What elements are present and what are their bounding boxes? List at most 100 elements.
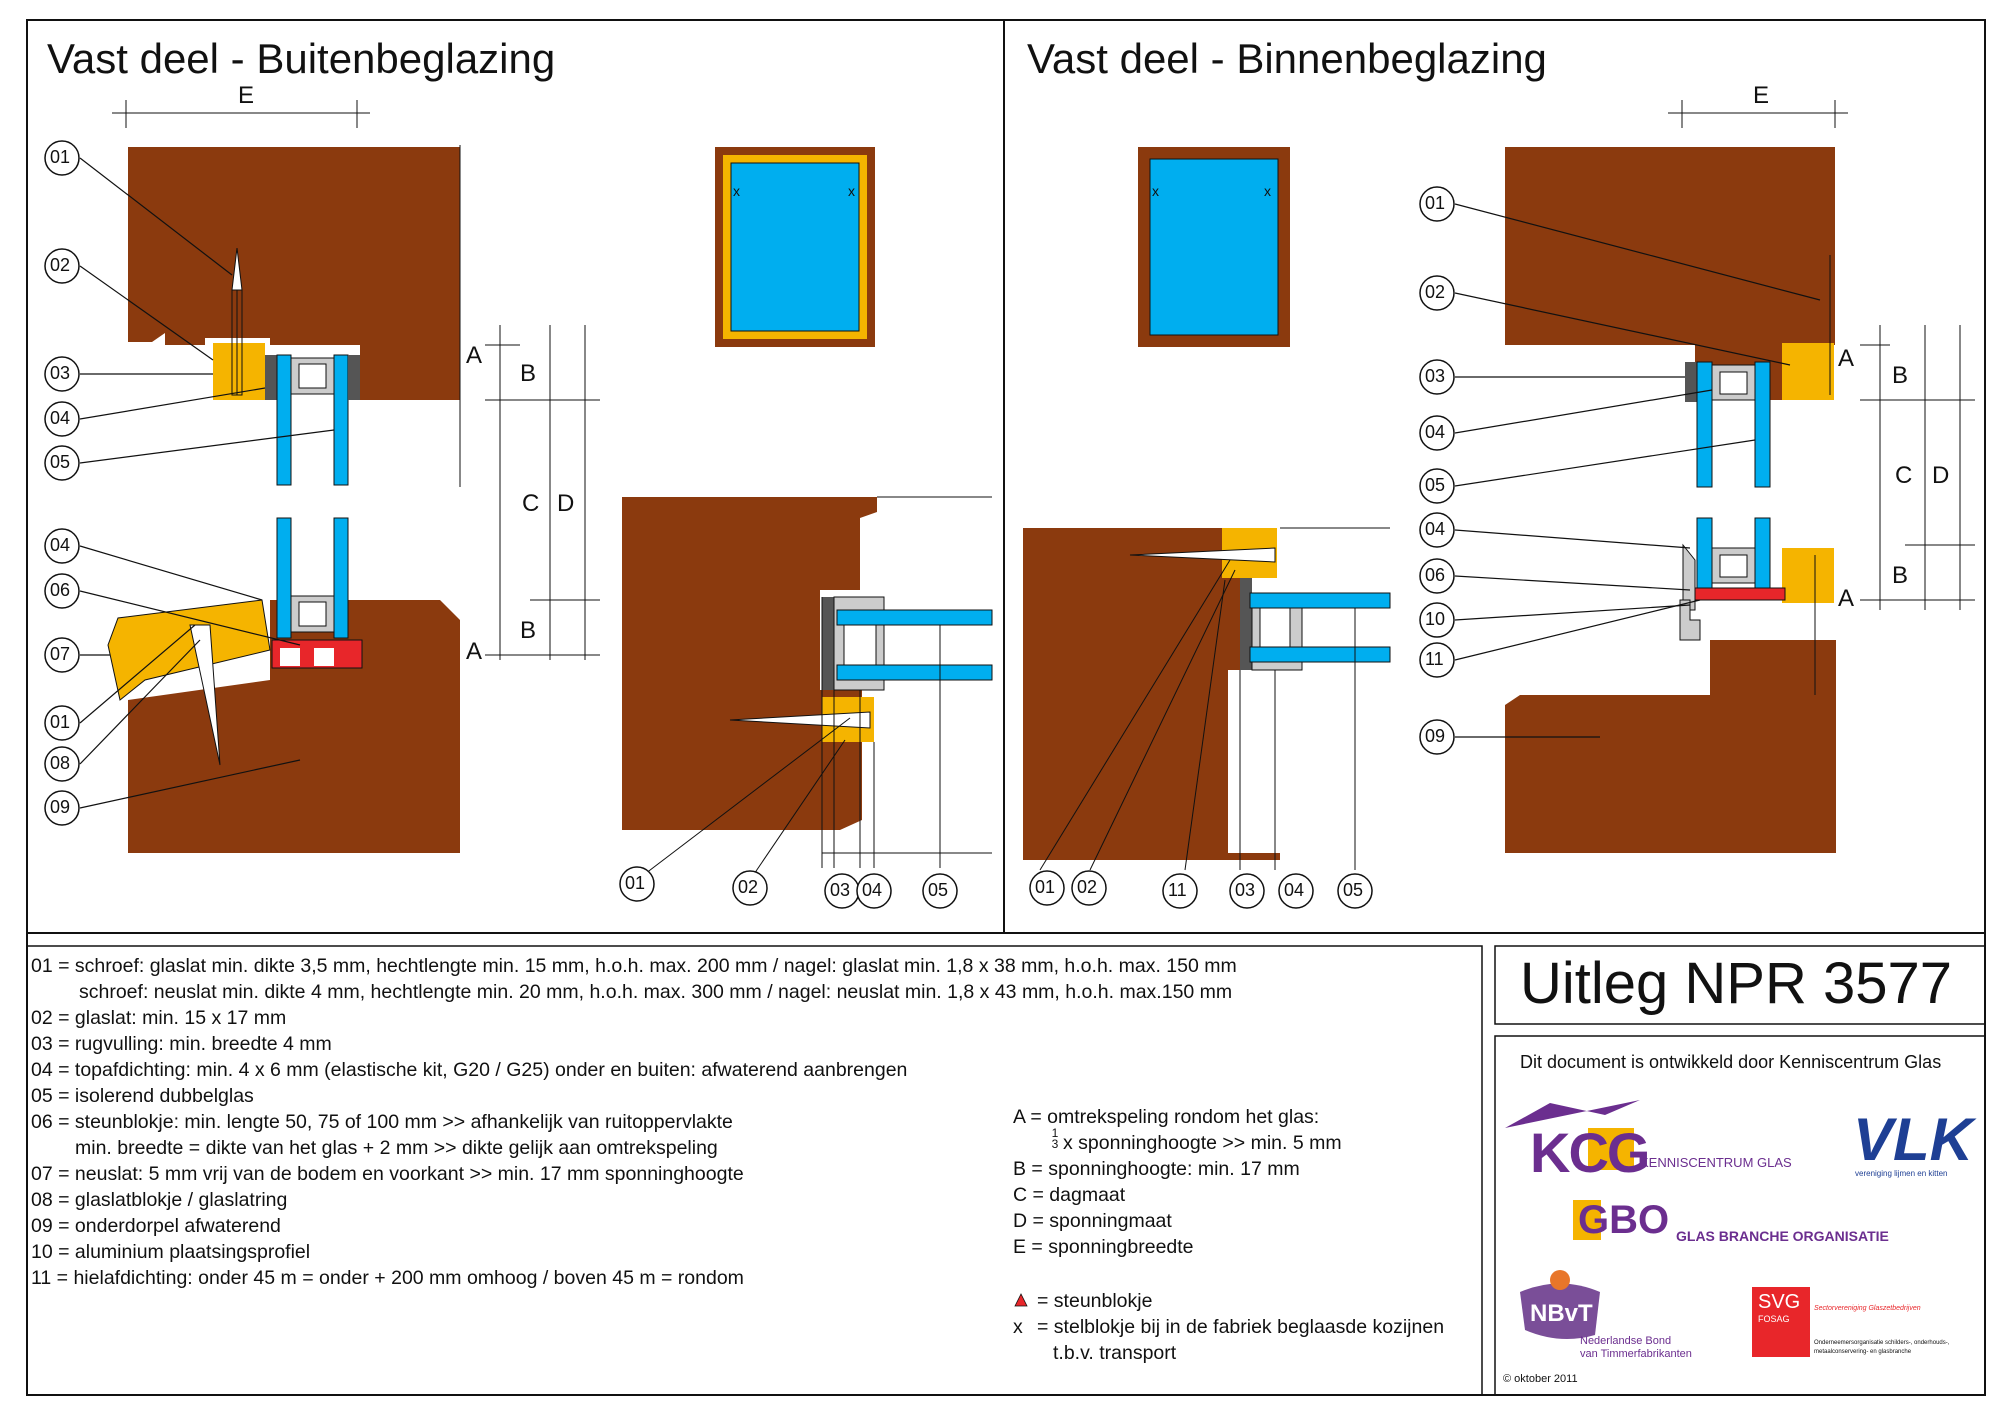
callout-05: 05 <box>928 880 949 900</box>
legend-09: 09 = onderdorpel afwaterend <box>31 1215 281 1237</box>
logo-nbvt <box>1520 1270 1600 1339</box>
support-block-symbol <box>1014 1293 1028 1307</box>
callout-08: 08 <box>50 753 71 773</box>
dim-c-left: C <box>522 490 540 517</box>
top-frame-wood-inner <box>1505 147 1835 400</box>
callout-05: 05 <box>1425 475 1446 495</box>
gbo-logo-text: GBO <box>1578 1198 1670 1242</box>
nbvt-logo-sub1: Nederlandse Bond <box>1580 1335 1672 1347</box>
callout-04: 04 <box>862 880 883 900</box>
dim-a-right-top: A <box>1838 345 1855 372</box>
legend-box <box>26 945 1483 1396</box>
callout-06: 06 <box>50 580 71 600</box>
title-box <box>1494 945 1986 1025</box>
glazing-bead-inner-top <box>1782 343 1834 400</box>
glass-pane-side-1 <box>836 609 993 626</box>
sill-wood <box>128 600 460 853</box>
dim-b-left-top: B <box>520 360 537 387</box>
dim-b-right-top: B <box>1892 362 1909 389</box>
glass-pane-bottom-2 <box>333 517 349 639</box>
glass-pane-bottom-1 <box>276 517 292 639</box>
glass-pane-top-1 <box>276 354 292 486</box>
side-frame-wood <box>622 497 877 830</box>
dim-a-left-bottom: A <box>466 638 483 665</box>
legend-02: 02 = glaslat: min. 15 x 17 mm <box>31 1007 287 1029</box>
dims-legend-e: E = sponningbreedte <box>1013 1236 1194 1258</box>
dim-d-right: D <box>1932 462 1950 489</box>
callout-01: 01 <box>625 873 646 893</box>
legend-11: 11 = hielafdichting: onder 45 m = onder … <box>31 1267 744 1289</box>
setting-block-inner <box>1689 587 1786 601</box>
side-frame-wood-inner <box>1023 528 1280 860</box>
callout-06: 06 <box>1425 565 1446 585</box>
developed-by: Dit document is ontwikkeld door Kennisce… <box>1520 1052 1942 1072</box>
legend-01b: schroef: neuslat min. dikte 4 mm, hechtl… <box>79 981 1233 1003</box>
title-inner: Vast deel - Binnenbeglazing <box>1027 35 1547 82</box>
callout-04: 04 <box>50 535 71 555</box>
legend-05: 05 = isolerend dubbelglas <box>31 1085 254 1107</box>
legend-08: 08 = glaslatblokje / glaslatring <box>31 1189 288 1211</box>
svg-logo-sub2: Onderneemersorganisatie schilders-, onde… <box>1814 1340 1950 1346</box>
legend-10: 10 = aluminium plaatsingsprofiel <box>31 1241 311 1263</box>
dim-e-right: E <box>1753 82 1770 109</box>
callout-11: 11 <box>1425 649 1444 669</box>
callout-09: 09 <box>50 797 71 817</box>
callout-09: 09 <box>1425 726 1446 746</box>
callout-05: 05 <box>1343 880 1364 900</box>
callout-03: 03 <box>50 363 71 383</box>
dim-c-right: C <box>1895 462 1913 489</box>
inner-glazing-diagram <box>1023 100 1975 909</box>
main-title: Uitleg NPR 3577 <box>1520 951 1952 1016</box>
dims-legend-x: x <box>1013 1316 1023 1338</box>
nbvt-logo-sub2: van Timmerfabrikanten <box>1580 1348 1692 1360</box>
callout-04: 04 <box>1425 519 1446 539</box>
dims-legend-c: C = dagmaat <box>1013 1184 1126 1206</box>
dims-legend-steun: = steunblokje <box>1037 1290 1153 1312</box>
vlk-logo-sub: vereniging lijmen en kitten <box>1855 1169 1948 1178</box>
callout-01: 01 <box>1425 193 1446 213</box>
dim-d-left: D <box>557 490 575 517</box>
dims-legend-stel1: = stelblokje bij in de fabriek beglaasde… <box>1037 1316 1445 1338</box>
callout-04: 04 <box>1284 880 1305 900</box>
dim-a-left-top: A <box>466 342 483 369</box>
legend-06b: min. breedte = dikte van het glas + 2 mm… <box>75 1137 718 1159</box>
kcg-logo-text: KCG <box>1530 1121 1650 1184</box>
dims-legend-a1: A = omtrekspeling rondom het glas: <box>1013 1106 1320 1128</box>
nose-bead <box>107 599 271 701</box>
dim-e-left: E <box>238 82 255 109</box>
vlk-logo-text: VLK <box>1853 1106 1973 1173</box>
legend-06a: 06 = steunblokje: min. lengte 50, 75 of … <box>31 1111 733 1133</box>
callout-01: 01 <box>1035 877 1056 897</box>
callout-02: 02 <box>738 877 759 897</box>
dims-legend-b: B = sponninghoogte: min. 17 mm <box>1013 1158 1300 1180</box>
gbo-logo-sub: GLAS BRANCHE ORGANISATIE <box>1676 1228 1889 1244</box>
glass-pane-inner-side-2 <box>1249 646 1391 663</box>
legend-03: 03 = rugvulling: min. breedte 4 mm <box>31 1033 332 1055</box>
stel-mark: x <box>1152 183 1159 199</box>
callout-07: 07 <box>50 644 71 664</box>
legend-01a: 01 = schroef: glaslat min. dikte 3,5 mm,… <box>31 955 1237 977</box>
callout-01: 01 <box>50 712 71 732</box>
glass-pane-inner-top-1 <box>1696 361 1713 488</box>
stel-mark: x <box>1264 183 1271 199</box>
kcg-logo-sub: KENNISCENTRUM GLAS <box>1640 1155 1792 1170</box>
logo-kcg <box>1505 1100 1640 1170</box>
dims-legend-stel2: t.b.v. transport <box>1053 1342 1177 1364</box>
glazing-bead-top <box>213 343 265 400</box>
sill-wood-inner <box>1505 640 1836 853</box>
callout-02: 02 <box>50 255 71 275</box>
top-frame-wood <box>128 147 460 400</box>
callout-03: 03 <box>1425 366 1446 386</box>
callout-05: 05 <box>50 452 71 472</box>
outer-glazing-diagram <box>44 100 993 909</box>
title-outer: Vast deel - Buitenbeglazing <box>47 35 556 82</box>
svg-logo-sub: Sectorvereniging Glaszetbedrijven <box>1814 1305 1921 1312</box>
callout-03: 03 <box>830 880 851 900</box>
glass-pane-top-2 <box>333 354 349 486</box>
dims-legend-a2: x sponninghoogte >> min. 5 mm <box>1063 1132 1342 1154</box>
svg-logo-text: SVG <box>1758 1291 1801 1313</box>
dim-b-left-bottom: B <box>520 617 537 644</box>
glazing-bead-inner-bottom <box>1782 548 1834 603</box>
glass-pane-inner-side-1 <box>1249 592 1391 609</box>
